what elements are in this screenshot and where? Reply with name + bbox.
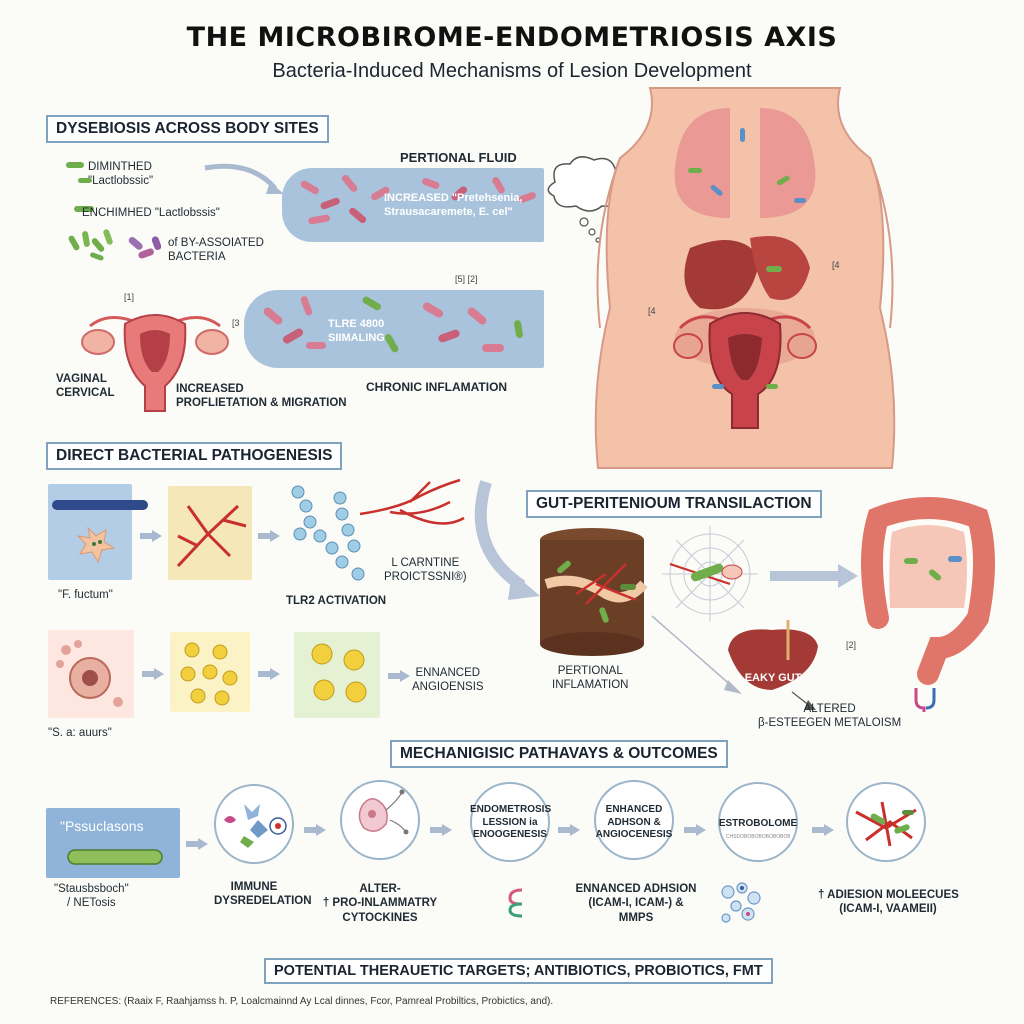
- adhesion-circle: [594, 780, 674, 860]
- peritoneal-bacteria-icon: [300, 174, 536, 225]
- staus-label: "Stausbsboch" / NETosis: [54, 883, 129, 910]
- cocci-large-icon: [311, 643, 367, 703]
- references-text: REFERENCES: (Raaix F, Raahjamss h. P, Lo…: [50, 996, 554, 1007]
- coccus-chain-icon: [291, 485, 365, 581]
- mechanistic-section-title: MECHANIGISIC PATHAVAYS & OUTCOMES: [390, 740, 728, 768]
- tlr-bacteria-icon: [263, 296, 523, 353]
- page-title: THE MICROBIROME-ENDOMETRIOSIS AXIS: [186, 22, 838, 53]
- mesentery-web-icon: [662, 526, 758, 622]
- arrow-right-icon: [258, 530, 280, 542]
- arrow-right-icon: [186, 838, 208, 850]
- arrow-right-icon: [812, 824, 834, 836]
- pseudomonas-label: "Pssuclasons: [60, 818, 144, 834]
- vaginal-cervical-label: VAGINAL CERVICAL: [56, 373, 115, 400]
- cell-release-icon: [358, 789, 409, 835]
- chronic-inflammation-label: CHRONIC INFLAMATION: [366, 380, 508, 394]
- estrobolome-sublabel: CHSDOBOBOBOBOBOBOBO: [726, 834, 790, 840]
- receptor-icon: [914, 688, 936, 712]
- alter-cytokines-label: ALTER- † PRO-INLAMMATRY CYTOCKINES: [322, 883, 438, 924]
- tlr-signaling-panel: [244, 290, 544, 368]
- estrobolome-label: ESTROBOLOME: [718, 818, 798, 829]
- arrow-right-icon: [558, 824, 580, 836]
- peritoneal-inflammation-label: PERTIONAL INFLAMATION: [552, 665, 629, 692]
- altered-estrogen-label: ALTERED β-ESTEEGEN METALOISM: [758, 703, 902, 730]
- arrow-right-icon: [388, 670, 410, 682]
- uterus-icon: [81, 314, 229, 412]
- vesicles-icon: [721, 882, 761, 923]
- f-fuctum-label: "F. fuctum": [58, 589, 113, 601]
- lesion-label: ENDOMETROSIS LESSION ia ENOOGENESIS: [470, 804, 552, 840]
- estrobolome-circle: [718, 782, 798, 862]
- arrow-right-icon: [304, 824, 326, 836]
- tissue-bacteria-icon: [855, 801, 917, 847]
- connector-line-icon: [651, 615, 742, 694]
- arrow-right-icon: [770, 564, 858, 588]
- female-torso-figure: [594, 87, 896, 469]
- body-ref-right: [4: [832, 260, 840, 270]
- connector-arrow-icon: [791, 691, 816, 710]
- tlr2-label: TLR2 ACTIVATION: [286, 595, 387, 607]
- ref-5-2: [5] [2]: [455, 274, 478, 284]
- vessel-network-icon: [359, 478, 465, 525]
- immune-cells-icon: [224, 804, 287, 848]
- curl-icon: [508, 888, 523, 918]
- ref-3: [3: [232, 318, 240, 328]
- arrow-right-icon: [140, 530, 162, 542]
- increased-proliferation-label: INCREASED PROFLIETATION & MIGRATION: [176, 383, 347, 410]
- flow-arrow-icon: [204, 163, 284, 194]
- enhanced-adhesion-label: ENNANCED ADHSION (ICAM-I, ICAM-) & MMPS: [575, 883, 697, 924]
- pseudomonas-panel: [46, 808, 180, 878]
- arrow-right-icon: [258, 668, 280, 680]
- bacteria-cluster-icon: [66, 162, 162, 261]
- vessel-branch-icon: [176, 504, 247, 568]
- lesion-circle: [470, 782, 550, 862]
- cocci-cluster-icon: [180, 642, 238, 706]
- direct-pathogenesis-section-title: DIRECT BACTERIAL PATHOGENESIS: [46, 442, 343, 470]
- ref-1: [1]: [124, 292, 135, 302]
- fusobacterium-icon: [52, 500, 148, 564]
- s-aureus-cell-icon: [56, 640, 123, 707]
- arrow-right-icon: [684, 824, 706, 836]
- l-carnitine-label: L CARNTINE PROICTSSNI®): [384, 557, 467, 584]
- tlr-signaling-label: TLRE 4800 SIIMALING: [328, 318, 385, 344]
- adhesion-angiogenesis-label: ENHANCED ADHSON & ANGIOCENESIS: [595, 804, 673, 840]
- thought-bubble-icon: [547, 156, 625, 243]
- liver-icon: [728, 620, 818, 690]
- page-subtitle: Bacteria-Induced Mechanisms of Lesion De…: [272, 60, 752, 82]
- dysbiosis-section-title: DYSEBIOSIS ACROSS BODY SITES: [46, 115, 329, 143]
- translocation-arrow-icon: [474, 480, 540, 600]
- peritoneal-fluid-label: PERTIONAL FLUID: [400, 150, 517, 165]
- colon-icon: [861, 497, 995, 685]
- gut-translocation-section-title: GUT-PERITENIOUM TRANSILACTION: [526, 490, 822, 518]
- enriched-label: ENCHIMHED "Lactlobssis": [82, 207, 220, 219]
- enhanced-angiogenesis-label: ENNANCED ANGIOENSIS: [412, 667, 484, 694]
- diminished-label: DIMINTHED "Lactlobssic": [88, 161, 154, 188]
- s-aureus-label: "S. a: auurs": [48, 727, 112, 739]
- increased-species-label: INCREASED "Pretehsenia, Strausacaremete,…: [384, 192, 523, 218]
- leaky-gut-label: LEAKY GUT: [738, 672, 802, 684]
- cocci-panel-2: [294, 632, 380, 718]
- therapeutic-targets-box: POTENTIAL THERAUETIC TARGETS; ANTIBIOTIC…: [264, 958, 773, 984]
- arrow-right-icon: [430, 824, 452, 836]
- body-ref-left: [4: [648, 306, 656, 316]
- gut-tissue-block-icon: [540, 528, 648, 656]
- arrow-right-icon: [142, 668, 164, 680]
- rod-bacterium-icon: [67, 849, 163, 865]
- immune-label: IMMUNE DYSREDELATION: [214, 881, 312, 908]
- adhesion-molecules-label: † ADIESION MOLEECUES (ICAM-I, VAAMEII): [818, 889, 959, 916]
- ref-2: [2]: [846, 640, 857, 650]
- by-associated-label: of BY-ASSOIATED BACTERIA: [168, 237, 264, 264]
